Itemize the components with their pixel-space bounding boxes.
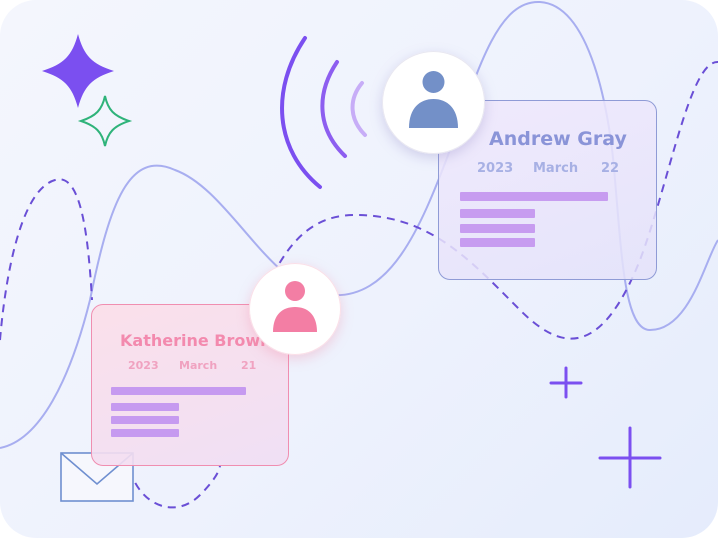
placeholder-line [111, 416, 179, 424]
placeholder-line [460, 209, 535, 218]
placeholder-line [111, 403, 179, 411]
plus-icon [598, 426, 662, 489]
placeholder-line [460, 224, 535, 233]
dashed-path [259, 60, 718, 340]
date-day: 21 [241, 359, 257, 372]
date-year: 2023 [128, 359, 159, 372]
wireless-signal-icon [280, 36, 367, 189]
avatar [249, 263, 341, 355]
plus-icon [549, 366, 583, 399]
profile-name: Andrew Gray [489, 128, 627, 150]
user-avatar-icon [409, 71, 458, 128]
dashed-path [129, 464, 221, 509]
dashed-path [0, 178, 93, 341]
user-avatar-icon [273, 281, 317, 332]
placeholder-line [460, 192, 608, 201]
outline-diamond-icon [77, 95, 133, 147]
profile-name: Katherine Brown [120, 331, 272, 350]
date-year: 2023 [477, 161, 514, 176]
sparkle-star-icon [42, 34, 114, 108]
date-month: March [179, 359, 218, 372]
date-day: 22 [601, 161, 620, 176]
placeholder-line [460, 238, 535, 247]
date-month: March [533, 161, 579, 176]
placeholder-line [111, 387, 246, 395]
avatar [382, 51, 485, 154]
placeholder-line [111, 429, 179, 437]
